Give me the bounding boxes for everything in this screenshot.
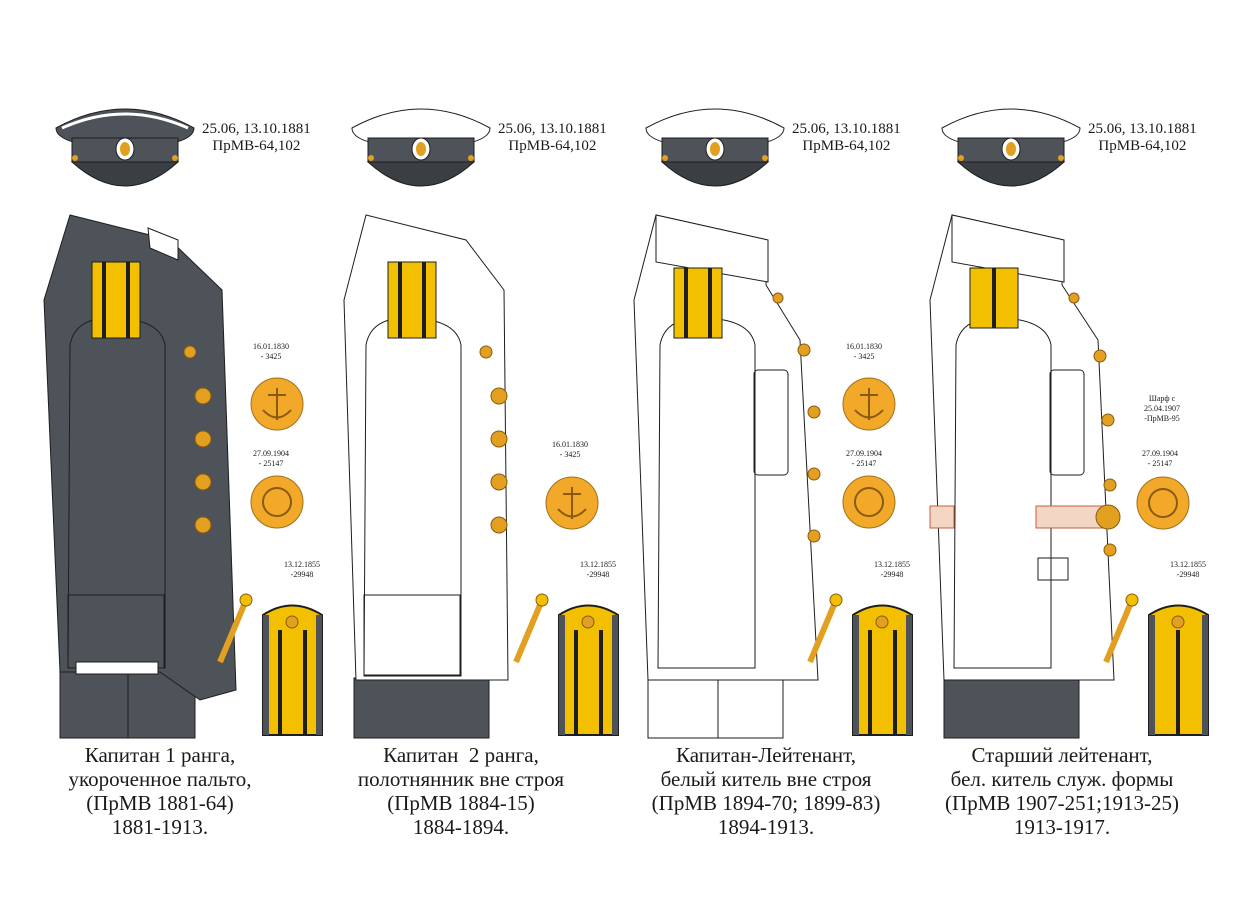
shoulder-strap — [1148, 604, 1209, 736]
scarf-note: Шарф с 25.04.1907 -ПрМВ-95 — [1144, 394, 1180, 423]
anchor-button — [250, 377, 304, 431]
peaked-cap — [645, 108, 785, 187]
cap-regulation-note: 25.06, 13.10.1881 ПрМВ-64,102 — [498, 121, 607, 154]
uniform-column-1: 25.06, 13.10.1881 ПрМВ-64,102 16.01.1830… — [0, 0, 323, 900]
dirk — [513, 593, 549, 664]
eagle-button-note: 27.09.1904 - 25147 — [253, 449, 289, 468]
eagle-button-note: 27.09.1904 - 25147 — [846, 449, 882, 468]
eagle-button — [842, 475, 896, 529]
uniform-illustration-4 — [929, 108, 1209, 739]
uniform-illustration-1 — [43, 108, 323, 739]
tunic — [929, 214, 1115, 681]
dirk — [807, 593, 843, 664]
uniform-illustration-3 — [633, 108, 913, 739]
shoulder-board-on-coat — [91, 261, 141, 339]
caption: Капитан 2 ранга,полотнянник вне строя (П… — [357, 743, 565, 839]
caption: Старший лейтенант,бел. китель служ. форм… — [945, 743, 1179, 839]
eagle-button — [250, 475, 304, 529]
peaked-cap — [351, 108, 491, 187]
anchor-button-note: 16.01.1830 - 3425 — [552, 440, 588, 459]
peaked-cap — [55, 108, 195, 187]
trousers — [353, 677, 490, 739]
tunic — [633, 214, 819, 681]
shoulder-strap — [558, 604, 619, 736]
uniform-column-4: 25.06, 13.10.1881 ПрМВ-64,102 Шарф с 25.… — [886, 0, 1209, 900]
eagle-button — [1136, 476, 1190, 530]
uniform-illustration-2 — [343, 108, 619, 739]
dirk — [217, 593, 253, 664]
tunic-buttons — [1068, 292, 1117, 557]
uniform-column-2: 25.06, 13.10.1881 ПрМВ-64,102 16.01.1830… — [296, 0, 619, 900]
anchor-button — [842, 377, 896, 431]
coat-buttons — [479, 345, 508, 534]
anchor-button-note: 16.01.1830 - 3425 — [846, 342, 882, 361]
trousers — [647, 677, 784, 739]
tunic-buttons — [772, 292, 821, 543]
caption: Капитан 1 ранга,укороченное пальто, (ПрМ… — [68, 743, 252, 839]
dirk — [1103, 593, 1139, 664]
trousers — [943, 677, 1080, 739]
peaked-cap — [941, 108, 1081, 187]
scarf-belt — [929, 504, 1121, 530]
cap-regulation-note: 25.06, 13.10.1881 ПрМВ-64,102 — [792, 121, 901, 154]
cap-regulation-note: 25.06, 13.10.1881 ПрМВ-64,102 — [1088, 121, 1197, 154]
shoulder-strap-note: 13.12.1855 -29948 — [1170, 560, 1206, 579]
cap-regulation-note: 25.06, 13.10.1881 ПрМВ-64,102 — [202, 121, 311, 154]
shoulder-strap-note: 13.12.1855 -29948 — [284, 560, 320, 579]
shoulder-board-on-coat — [969, 267, 1019, 329]
eagle-button-note: 27.09.1904 - 25147 — [1142, 449, 1178, 468]
coat — [343, 214, 509, 681]
coat-buttons — [183, 345, 212, 534]
shoulder-board-on-coat — [387, 261, 437, 339]
shoulder-strap-note: 13.12.1855 -29948 — [580, 560, 616, 579]
caption: Капитан-Лейтенант,белый китель вне строя… — [651, 743, 881, 839]
shoulder-strap-note: 13.12.1855 -29948 — [874, 560, 910, 579]
uniform-column-3: 25.06, 13.10.1881 ПрМВ-64,102 16.01.1830… — [590, 0, 913, 900]
anchor-button-note: 16.01.1830 - 3425 — [253, 342, 289, 361]
shoulder-board-on-coat — [673, 267, 723, 339]
shoulder-strap — [262, 604, 323, 736]
anchor-button — [545, 476, 599, 530]
shoulder-strap — [852, 604, 913, 736]
